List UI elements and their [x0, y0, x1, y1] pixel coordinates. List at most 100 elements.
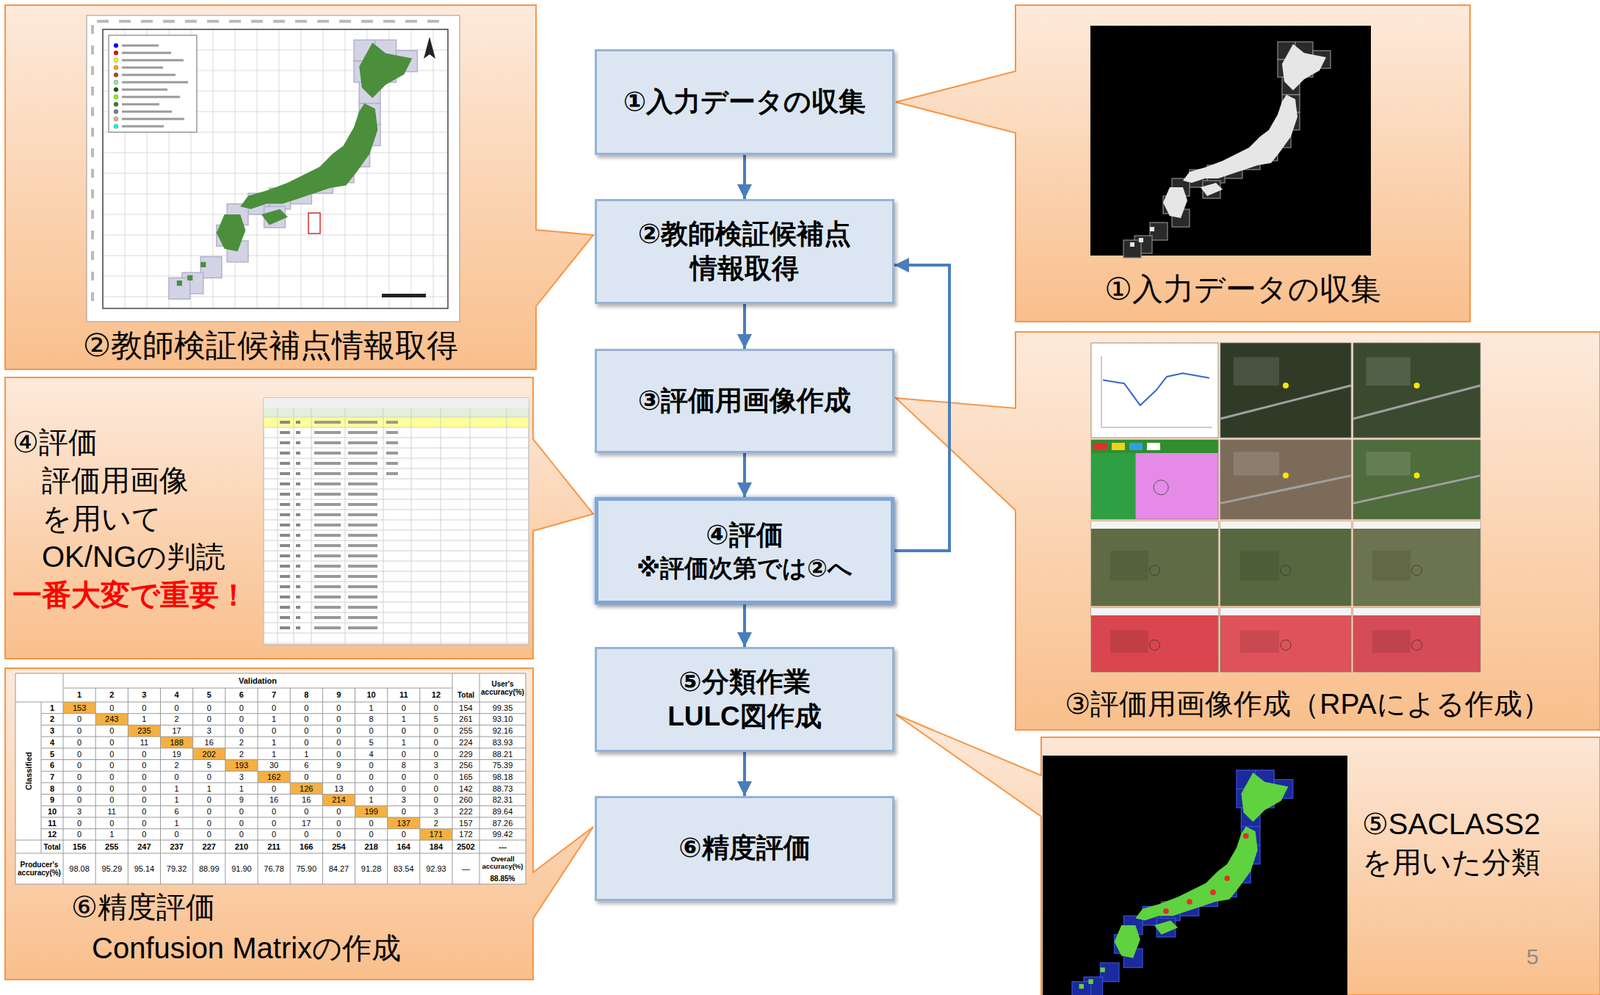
- matrix-cell: 95.29: [95, 853, 128, 885]
- cell-mark: [279, 523, 291, 527]
- matrix-line: [354, 688, 356, 885]
- cell-mark: [314, 492, 341, 496]
- matrix-cell: 0: [160, 701, 194, 714]
- matrix-cell: 166: [290, 840, 323, 854]
- sheet-line: [263, 550, 529, 552]
- cell-mark: [295, 431, 301, 434]
- matrix-cell: 0: [290, 805, 323, 818]
- patch: [1240, 550, 1280, 581]
- matrix-line: [525, 673, 527, 885]
- node-heading: ⑤分類作業 LULC図作成: [616, 665, 874, 734]
- callout-box: ④評価評価用画像 を用いて OK/NGの判読一番大変で重要！: [5, 377, 534, 659]
- matrix-cell: 5: [193, 688, 226, 702]
- cell-mark: [386, 420, 398, 424]
- matrix-cell: 1: [160, 817, 194, 830]
- column-header: [263, 408, 529, 418]
- matrix-cell: 1: [160, 794, 194, 807]
- matrix-cell: 3: [387, 794, 421, 807]
- legend-bar: [121, 103, 160, 106]
- flow-arrow: [743, 604, 747, 647]
- cell-mark: [295, 564, 301, 568]
- matrix-cell: 0: [193, 829, 226, 841]
- cell-mark: [314, 616, 341, 619]
- matrix-cell: 0: [193, 817, 226, 830]
- matrix-cell: 4: [41, 736, 64, 749]
- flow-arrow: [743, 154, 747, 199]
- legend-chip: [1129, 442, 1143, 451]
- matrix-cell: Producer's accuracy(%): [15, 853, 64, 885]
- cell-mark: [279, 574, 291, 578]
- matrix-cell: 142: [452, 782, 480, 795]
- matrix-cell: 1: [257, 713, 291, 726]
- matrix-cell: 11: [95, 805, 128, 818]
- cell-mark: [314, 472, 341, 476]
- sheet-line: [263, 602, 529, 603]
- matrix-cell: 0: [322, 829, 355, 841]
- matrix-cell: 16: [290, 794, 323, 807]
- matrix-cell: 157: [452, 817, 480, 830]
- matrix-line: [15, 673, 17, 885]
- matrix-cell: 0: [257, 701, 291, 714]
- cell-mark: [348, 420, 378, 424]
- callout-shape: [5, 377, 594, 659]
- node-heading: ②教師検証候補点 情報取得: [616, 217, 874, 286]
- cell-mark: [314, 523, 341, 527]
- matrix-cell: 0: [387, 724, 421, 737]
- viewer-bar: [1220, 607, 1352, 616]
- matrix-cell: 0: [387, 829, 421, 841]
- matrix-cell: 0: [63, 794, 96, 807]
- matrix-cell: 0: [290, 829, 323, 841]
- node-heading: ①入力データの収集: [1104, 270, 1382, 308]
- cell-mark: [314, 420, 341, 424]
- sheet-line: [263, 458, 529, 459]
- callout-shape: [895, 5, 1471, 322]
- cell-mark: [314, 482, 341, 486]
- cell-mark: [295, 616, 301, 619]
- legend-chip: [1094, 442, 1108, 451]
- viewer-bar: [1091, 607, 1219, 616]
- matrix-cell: 95.14: [127, 853, 161, 885]
- matrix-cell: 237: [160, 840, 194, 854]
- matrix-cell: 17: [160, 724, 194, 737]
- tick-mark: [91, 271, 94, 281]
- sheet-line: [263, 417, 529, 418]
- matrix-cell: 98.08: [63, 853, 96, 885]
- urban-dot: [1243, 833, 1250, 840]
- grid-line: [102, 111, 448, 113]
- matrix-cell: Validation: [63, 673, 453, 689]
- matrix-cell: Classified: [22, 701, 36, 841]
- cell-mark: [348, 616, 378, 619]
- sheet-grid: [263, 408, 529, 645]
- matrix-cell: 1: [355, 794, 388, 807]
- matrix-cell: 0: [225, 724, 258, 737]
- process-box: ⑥精度評価: [594, 795, 895, 901]
- matrix-cell: 126: [290, 782, 323, 795]
- matrix-cell: 0: [225, 817, 258, 830]
- matrix-line: [386, 688, 388, 885]
- matrix-line: [15, 673, 526, 675]
- cell-mark: [348, 482, 378, 486]
- matrix-line: [15, 840, 526, 841]
- legend-bar: [121, 59, 184, 62]
- matrix-cell: 0: [95, 748, 128, 760]
- matrix-line: [15, 853, 526, 854]
- target-mark: [1280, 639, 1291, 650]
- matrix-cell: 1: [257, 748, 291, 760]
- matrix-cell: 260: [452, 794, 480, 807]
- matrix-cell: 1: [355, 701, 388, 714]
- callout-shape: [895, 331, 1600, 730]
- tick-mark: [361, 19, 374, 23]
- patch: [1372, 550, 1411, 581]
- matrix-grid: [15, 673, 526, 885]
- node-body: 評価用画像 を用いて OK/NGの判読: [41, 461, 263, 576]
- tick-mark: [427, 19, 440, 23]
- matrix-cell: 0: [127, 701, 161, 714]
- sheet-line: [263, 468, 529, 470]
- sheet-line: [469, 408, 471, 645]
- matrix-cell: 0: [160, 829, 194, 841]
- cell-mark: [279, 626, 291, 630]
- road: [1220, 385, 1352, 419]
- matrix-cell: 0: [193, 770, 226, 783]
- matrix-cell: 0: [257, 805, 291, 818]
- matrix-cell: 0: [420, 748, 453, 760]
